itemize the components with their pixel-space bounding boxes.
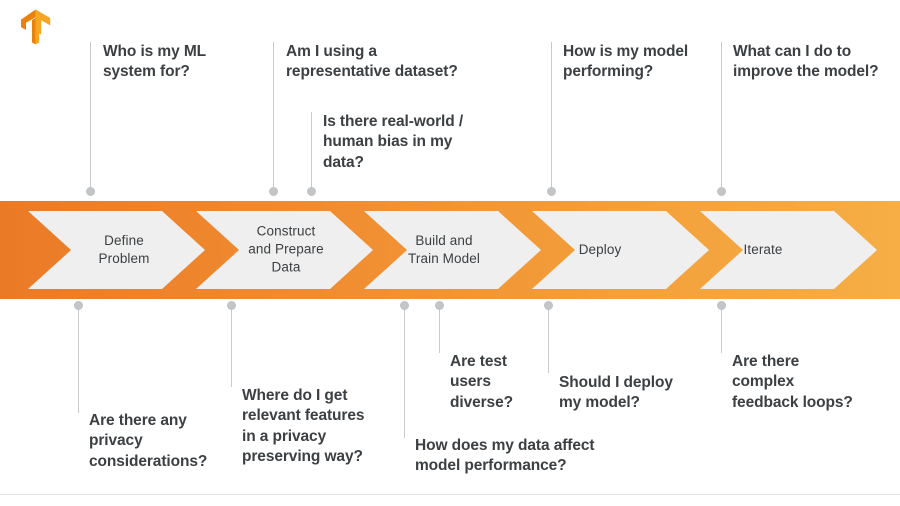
chevron-define-problem (28, 211, 205, 289)
stage-label-iterate: Iterate (743, 241, 783, 257)
callout-data-affect-performance: How does my data affect model performanc… (415, 437, 595, 475)
connector-line-are-test-users-diverse (439, 309, 440, 353)
chevron-iterate (700, 211, 877, 289)
stage-label-deploy: Deploy (578, 241, 622, 257)
connector-dot-who-is-my-ml-system-for (86, 187, 95, 196)
stage-label-construct-prepare-data: Construct and Prepare Data (248, 223, 324, 276)
callout-real-world-human-bias: Is there real-world / human bias in my d… (323, 113, 464, 171)
callout-complex-feedback-loops: Are there complex feedback loops? (732, 353, 853, 411)
connector-line-data-affect-performance (404, 309, 405, 438)
tensorflow-logo-icon (18, 8, 54, 46)
connector-dot-representative-dataset (269, 187, 278, 196)
connector-line-representative-dataset (273, 42, 274, 191)
connector-line-complex-feedback-loops (721, 309, 722, 353)
connector-line-who-is-my-ml-system-for (90, 42, 91, 191)
callout-improve-the-model: What can I do to improve the model? (733, 43, 879, 81)
callout-representative-dataset: Am I using a representative dataset? (286, 43, 458, 81)
connector-line-should-i-deploy-my-model (548, 309, 549, 373)
connector-dot-relevant-features-privacy (227, 301, 236, 310)
connector-dot-how-is-my-model-performing (547, 187, 556, 196)
connector-line-improve-the-model (721, 42, 722, 191)
connector-dot-improve-the-model (717, 187, 726, 196)
connector-dot-are-test-users-diverse (435, 301, 444, 310)
callout-who-is-my-ml-system-for: Who is my ML system for? (103, 43, 206, 81)
connector-dot-data-affect-performance (400, 301, 409, 310)
callout-relevant-features-privacy: Where do I get relevant features in a pr… (242, 387, 365, 466)
connector-line-real-world-human-bias (311, 112, 312, 191)
callout-privacy-considerations: Are there any privacy considerations? (89, 412, 208, 470)
chevron-build-train-model (364, 211, 541, 289)
connector-line-relevant-features-privacy (231, 309, 232, 387)
stage-label-define-problem: Define Problem (98, 232, 150, 266)
connector-line-privacy-considerations (78, 309, 79, 413)
callout-how-is-my-model-performing: How is my model performing? (563, 43, 689, 81)
stage-label-build-train-model: Build and Train Model (408, 232, 480, 266)
connector-dot-complex-feedback-loops (717, 301, 726, 310)
callout-are-test-users-diverse: Are test users diverse? (450, 353, 513, 411)
connector-dot-privacy-considerations (74, 301, 83, 310)
chevron-deploy (532, 211, 709, 289)
bottom-divider (0, 494, 900, 495)
connector-dot-real-world-human-bias (307, 187, 316, 196)
ml-lifecycle-banner (0, 201, 900, 299)
chevron-construct-prepare-data (196, 211, 373, 289)
connector-line-how-is-my-model-performing (551, 42, 552, 191)
connector-dot-should-i-deploy-my-model (544, 301, 553, 310)
callout-should-i-deploy-my-model: Should I deploy my model? (559, 374, 673, 412)
